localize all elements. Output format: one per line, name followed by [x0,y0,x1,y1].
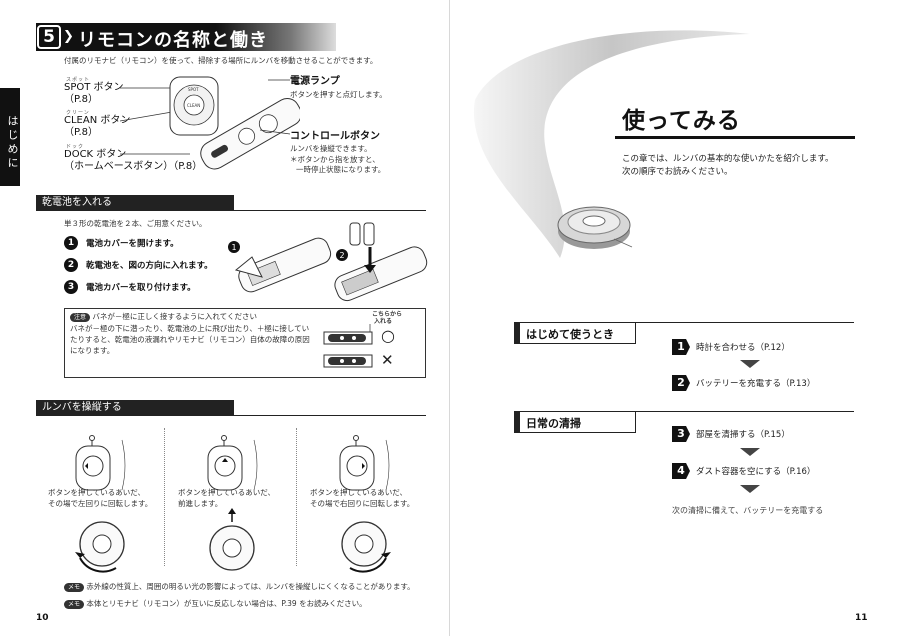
dock-label: DOCK ボタン [64,149,127,160]
side-tab: はじめに [0,88,20,186]
right-page: 使ってみる この章では、ルンバの基本的な使いかたを紹介します。 次の順序でお読み… [450,0,900,636]
clean-ruby: クリーン [66,110,90,116]
steer-right-remote [339,435,390,491]
spot-ruby: スポット [66,77,91,83]
memo-1: メモ 赤外線の性質上、周囲の明るい光の影響によっては、ルンバを操縦しにくくなるこ… [64,582,415,593]
flow-step-2-num: 2 [672,375,690,391]
ok-mark: ○ [381,326,395,345]
caution-line-4: になります。 [70,346,115,355]
battery-title: 乾電池を入れる [36,195,234,211]
power-lamp-desc: ボタンを押すと点灯します。 [290,90,387,99]
insert-note-1: こちらから [372,311,403,318]
section-title-bar [36,23,336,51]
section-arrow-icon: ❯ [63,29,74,44]
flow-step-1-text: 時計を合わせる（P.12） [696,343,790,353]
daily-label: 日常の清掃 [514,411,636,433]
steer-title-rule [36,415,426,416]
memo-2-text: 本体とリモナビ（リモコン）が互いに反応しない場合は、P.39 をお読みください。 [86,599,367,608]
caution-line-2: バネが－極の下に潜ったり、乾電池の上に飛び出たり、＋極に接してい [70,324,310,333]
left-page: 5 ❯ リモコンの名称と働き はじめに 付属のリモナビ（リモコン）を使って、掃除… [0,23,428,623]
intro-text: 付属のリモナビ（リモコン）を使って、掃除する場所にルンバを移動させることができま… [64,56,378,65]
battery-step-1-text: 電池カバーを開けます。 [86,239,179,249]
page-gutter [449,0,450,636]
page-number-right: 11 [855,613,868,623]
flow-step-3-num: 3 [672,426,690,442]
caution-box [64,308,426,378]
roomba-image [557,206,633,249]
fig-label-2: 2 [340,251,345,260]
flow-step-1-num: 1 [672,339,690,355]
remote-clean-text: CLEAN [187,103,200,108]
fig-label-1: 1 [232,243,237,252]
spot-label: SPOT ボタン [64,82,124,93]
steer-left-robot [75,521,125,573]
chapter-intro-line-1: この章では、ルンバの基本的な使いかたを紹介します。 [622,154,834,164]
steer-right-robot [341,521,391,573]
steer-right-line-1: ボタンを押しているあいだ、 [310,488,408,497]
control-label: コントロールボタン [290,131,380,142]
battery-orientation-illustration [323,324,373,368]
flow-step-4-text: ダスト容器を空にする（P.16） [696,467,816,477]
ng-mark: ✕ [381,351,394,369]
flow-step-2-text: バッテリーを充電する（P.13） [696,379,816,389]
flow-arrow-3 [740,485,760,493]
battery-step-2-num: 2 [64,258,78,272]
steer-forward-line-2: 前進します。 [178,499,223,508]
chapter-intro-line-2: 次の順序でお読みください。 [622,167,733,178]
steer-left-line-2: その場で左回りに回転します。 [48,499,153,508]
flow-step-3-text: 部屋を清掃する（P.15） [696,430,790,440]
battery-step-2-text: 乾電池を、図の方向に入れます。 [86,261,213,271]
steer-right-line-2: その場で右回りに回転します。 [310,499,415,508]
steer-left-line-1: ボタンを押しているあいだ、 [48,488,146,497]
steer-forward-remote [207,435,258,491]
daily-rule [514,411,854,412]
clean-label: CLEAN ボタン [64,115,131,126]
memo-1-text: 赤外線の性質上、周囲の明るい光の影響によっては、ルンバを操縦しにくくなることがあ… [86,582,415,591]
flow-arrow-1 [740,360,760,368]
steer-left-remote [75,435,126,491]
spot-ref: （P.8） [64,94,99,105]
first-use-label: はじめて使うとき [514,322,636,344]
steer-forward-robot [209,508,255,571]
page-number-left: 10 [36,613,49,623]
flow-final-text: 次の清掃に備えて、バッテリーを充電する [672,506,824,515]
remote-spot-text: SPOT [188,87,199,92]
insert-note-2: 入れる [374,318,393,325]
memo-badge-2: メモ [64,599,85,609]
caution-line-1-text: バネが－極に正しく接するように入れてください [92,312,257,321]
control-desc-1: ルンバを操縦できます。 [290,144,372,153]
swoosh-graphic [473,30,750,258]
battery-step-3-text: 電池カバーを取り付けます。 [86,283,196,293]
dock-ruby: ドック [66,144,85,150]
chapter-title: 使ってみる [622,108,741,134]
dock-sub: （ホームベースボタン）（P.8） [64,161,203,172]
chapter-intro: この章では、ルンバの基本的な使いかたを紹介します。 次の順序でお読みください。 [622,153,833,179]
memo-badge-1: メモ [64,582,85,592]
control-desc-2: ＊ボタンから指を放すと、 [290,155,380,164]
section-title: リモコンの名称と働き [78,30,268,51]
battery-step-1-num: 1 [64,236,78,250]
flow-arrow-2 [740,448,760,456]
steer-divider-2 [296,428,297,566]
caution-line-1: 注意 バネが－極に正しく接するように入れてください [70,312,257,323]
steer-title: ルンバを操縦する [36,400,234,416]
steer-forward-line-1: ボタンを押しているあいだ、 [178,488,276,497]
steer-divider-1 [164,428,165,566]
caution-line-3: たりすると、乾電池の液漏れやリモナビ（リモコン）自体の故障の原因 [70,335,310,344]
battery-step-3-num: 3 [64,280,78,294]
chapter-title-rule [615,136,855,139]
power-lamp-label: 電源ランプ [290,76,340,87]
memo-2: メモ 本体とリモナビ（リモコン）が互いに反応しない場合は、P.39 をお読みくだ… [64,599,367,610]
remote-illustration: SPOT CLEAN [120,76,300,170]
clean-ref: （P.8） [64,127,99,138]
battery-illustration: 1 2 [228,222,428,302]
caution-badge: 注意 [70,312,91,322]
section-number: 5 [37,25,61,49]
first-use-rule [514,322,854,323]
battery-title-rule [36,210,426,211]
battery-intro: 単３形の乾電池を２本、ご用意ください。 [64,219,207,228]
control-desc-3: 一時停止状態になります。 [296,165,386,174]
flow-step-4-num: 4 [672,463,690,479]
